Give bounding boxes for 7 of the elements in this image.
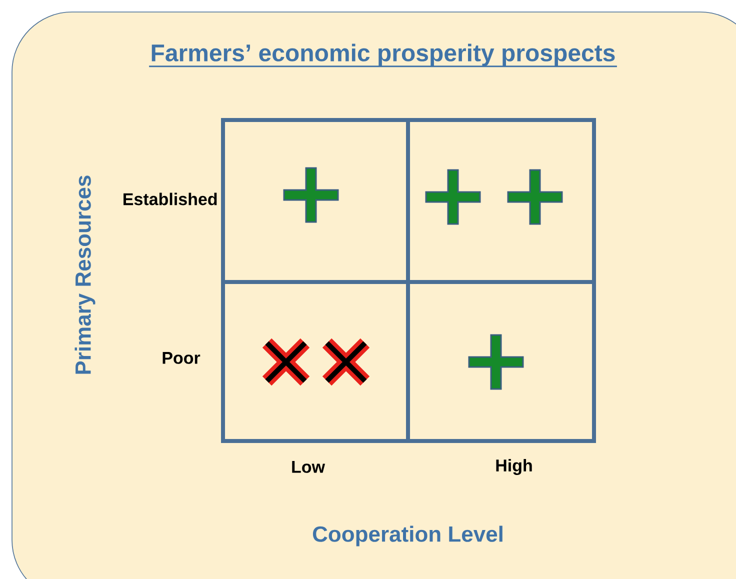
axis-title: Primary Resources [74, 176, 96, 374]
column-label: Low [292, 461, 326, 473]
row-label: Poor [162, 352, 200, 364]
row-label: Established [124, 192, 217, 206]
title: Farmers’ economic prosperity prospects [152, 44, 615, 66]
axis-title: Cooperation Level [312, 526, 502, 546]
column-label: High [496, 459, 532, 475]
